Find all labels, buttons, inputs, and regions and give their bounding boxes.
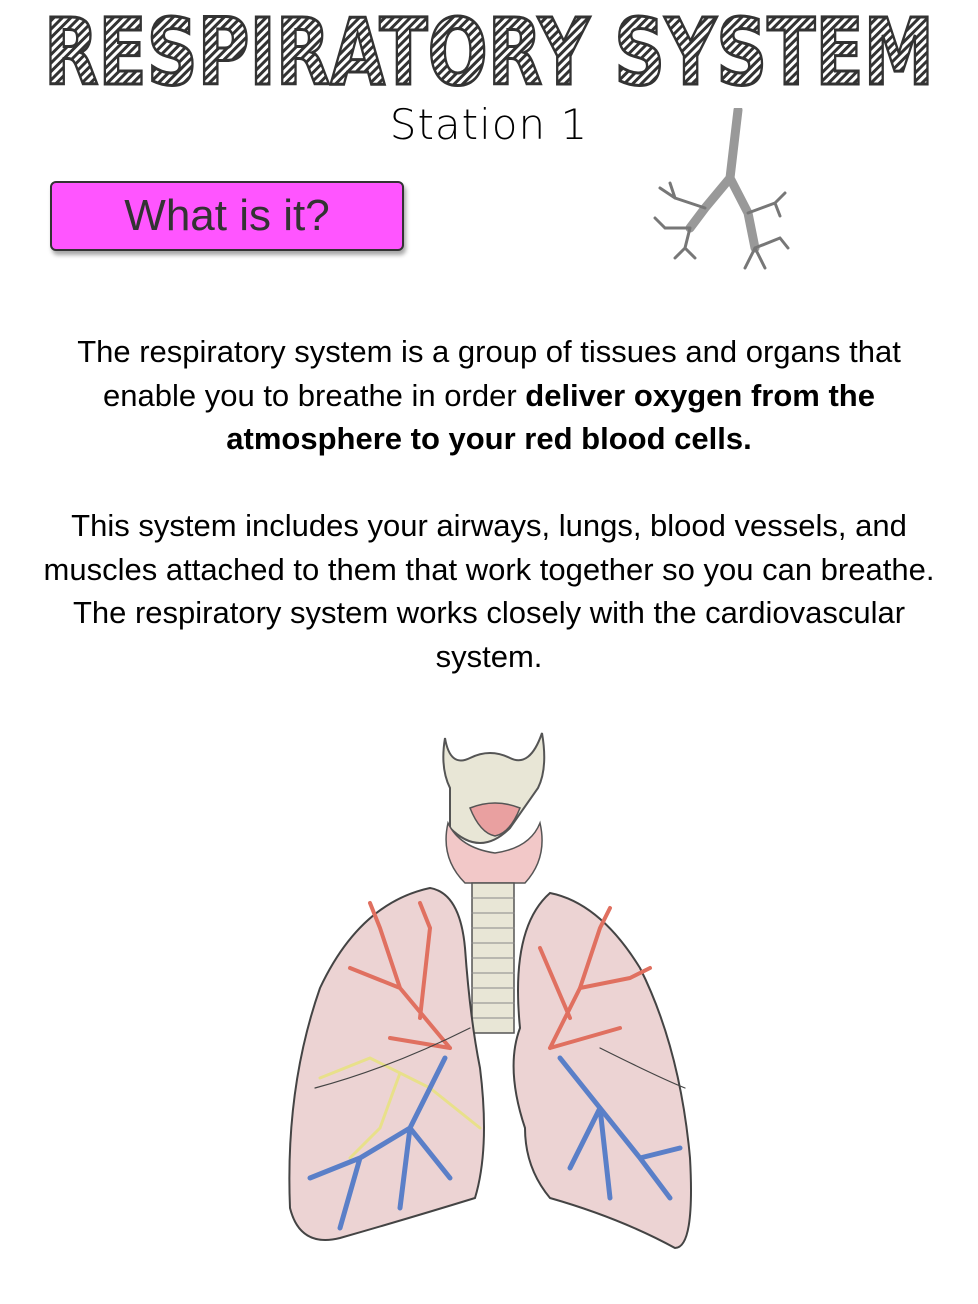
paragraph-bold-text: deliver oxygen from the atmosphere to yo… [226,377,875,457]
section-label: What is it? [50,181,404,251]
subtitle: Station 1 [389,100,589,149]
paragraph-definition: The respiratory system is a group of tis… [30,330,948,461]
lungs-diagram-image [280,728,700,1253]
title-text: RESPIRATORY SYSTEM [44,6,934,96]
title-logo: RESPIRATORY SYSTEM [38,0,940,108]
paragraph-text: The respiratory system is a group of tis… [77,334,901,413]
bronchial-tree-image [650,105,790,273]
paragraph-components: This system includes your airways, lungs… [43,508,935,674]
